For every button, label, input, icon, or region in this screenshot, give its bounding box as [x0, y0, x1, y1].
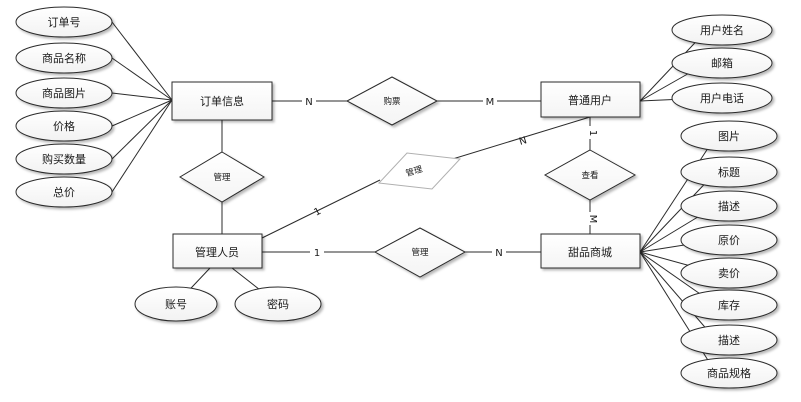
attribute-order-number[interactable]: 订单号 — [15, 6, 113, 38]
cardinality-manage-mall-admin: 1 — [314, 248, 320, 259]
attribute-total-price[interactable]: 总价 — [15, 176, 113, 208]
relationship-manage-order-label: 管理 — [213, 172, 231, 183]
mall-attributes: 图片 标题 描述 原价 卖价 库存 描述 商品规格 — [680, 120, 778, 389]
attribute-title[interactable]: 标题 — [680, 156, 778, 188]
relationship-purchase-label: 购票 — [383, 96, 401, 107]
relationship-purchase[interactable]: 购票 — [345, 76, 439, 126]
attribute-total-price-label: 总价 — [53, 185, 75, 199]
user-attributes: 用户姓名 邮箱 用户电话 — [671, 14, 773, 114]
attribute-user-name[interactable]: 用户姓名 — [671, 14, 773, 46]
attribute-user-phone-label: 用户电话 — [700, 91, 744, 105]
attribute-sale-price-label: 卖价 — [718, 267, 740, 280]
entity-order-info[interactable]: 订单信息 — [171, 81, 273, 121]
cardinality-view-user: 1 — [587, 130, 598, 136]
attribute-product-spec[interactable]: 商品规格 — [680, 357, 778, 389]
attribute-description-label: 描述 — [718, 199, 740, 213]
attribute-title-label: 标题 — [718, 165, 740, 179]
attribute-order-number-label: 订单号 — [48, 16, 81, 29]
cardinality-manage-user-admin: 1 — [312, 206, 323, 219]
attribute-product-image[interactable]: 商品图片 — [15, 77, 113, 109]
relationship-view-label: 查看 — [581, 170, 598, 181]
attribute-account[interactable]: 账号 — [134, 286, 218, 322]
attribute-email[interactable]: 邮箱 — [671, 47, 773, 79]
entity-admin[interactable]: 管理人员 — [172, 233, 263, 269]
attribute-image-label: 图片 — [718, 130, 740, 143]
attribute-user-phone[interactable]: 用户电话 — [671, 82, 773, 114]
attribute-password-label: 密码 — [267, 297, 289, 311]
attribute-password[interactable]: 密码 — [234, 286, 322, 322]
attribute-email-label: 邮箱 — [711, 56, 733, 70]
attribute-original-price-label: 原价 — [718, 234, 740, 247]
cardinality-view-mall: M — [587, 215, 598, 224]
relationship-manage-user-label: 管理 — [404, 164, 424, 180]
entity-dessert-mall-label: 甜品商城 — [568, 245, 612, 259]
attribute-product-spec-label: 商品规格 — [707, 366, 751, 380]
entity-user-label: 普通用户 — [568, 93, 612, 107]
attribute-stock-label: 库存 — [718, 298, 740, 312]
entity-admin-label: 管理人员 — [195, 245, 239, 259]
attribute-product-name-label: 商品名称 — [42, 51, 86, 65]
connector-lines — [111, 21, 717, 374]
attribute-purchase-quantity[interactable]: 购买数量 — [15, 143, 113, 175]
entity-order-info-label: 订单信息 — [200, 94, 244, 108]
attribute-purchase-quantity-label: 购买数量 — [42, 152, 86, 166]
order-attributes: 订单号 商品名称 商品图片 价格 购买数量 总价 — [15, 6, 113, 208]
cardinality-manage-user-user: N — [518, 135, 528, 148]
cardinality-labels: N M N 1 1 N 1 M — [302, 95, 598, 259]
attribute-user-name-label: 用户姓名 — [700, 23, 744, 37]
relationship-manage-mall-label: 管理 — [411, 247, 429, 258]
relationship-manage-order[interactable]: 管理 — [179, 151, 265, 203]
cardinality-manage-mall-mall: N — [495, 248, 502, 259]
attribute-product-name[interactable]: 商品名称 — [15, 42, 113, 74]
attribute-image[interactable]: 图片 — [680, 120, 778, 152]
cardinality-purchase-user: M — [486, 97, 495, 108]
attribute-price-label: 价格 — [53, 119, 75, 133]
attribute-original-price[interactable]: 原价 — [680, 224, 778, 256]
relationship-view[interactable]: 查看 — [543, 149, 637, 201]
attribute-description-2[interactable]: 描述 — [680, 324, 778, 356]
attribute-stock[interactable]: 库存 — [680, 289, 778, 321]
attribute-price[interactable]: 价格 — [15, 110, 113, 142]
relationship-manage-mall[interactable]: 管理 — [373, 227, 467, 278]
attribute-sale-price[interactable]: 卖价 — [680, 257, 778, 289]
attribute-account-label: 账号 — [165, 298, 187, 311]
entity-dessert-mall[interactable]: 甜品商城 — [540, 233, 641, 269]
relationship-manage-user[interactable]: 管理 — [377, 152, 462, 190]
attribute-description[interactable]: 描述 — [680, 190, 778, 222]
admin-attributes: 账号 密码 — [134, 286, 322, 322]
entity-user[interactable]: 普通用户 — [540, 81, 641, 118]
cardinality-purchase-order: N — [305, 97, 312, 108]
attribute-product-image-label: 商品图片 — [42, 86, 86, 100]
attribute-description-2-label: 描述 — [718, 333, 740, 347]
